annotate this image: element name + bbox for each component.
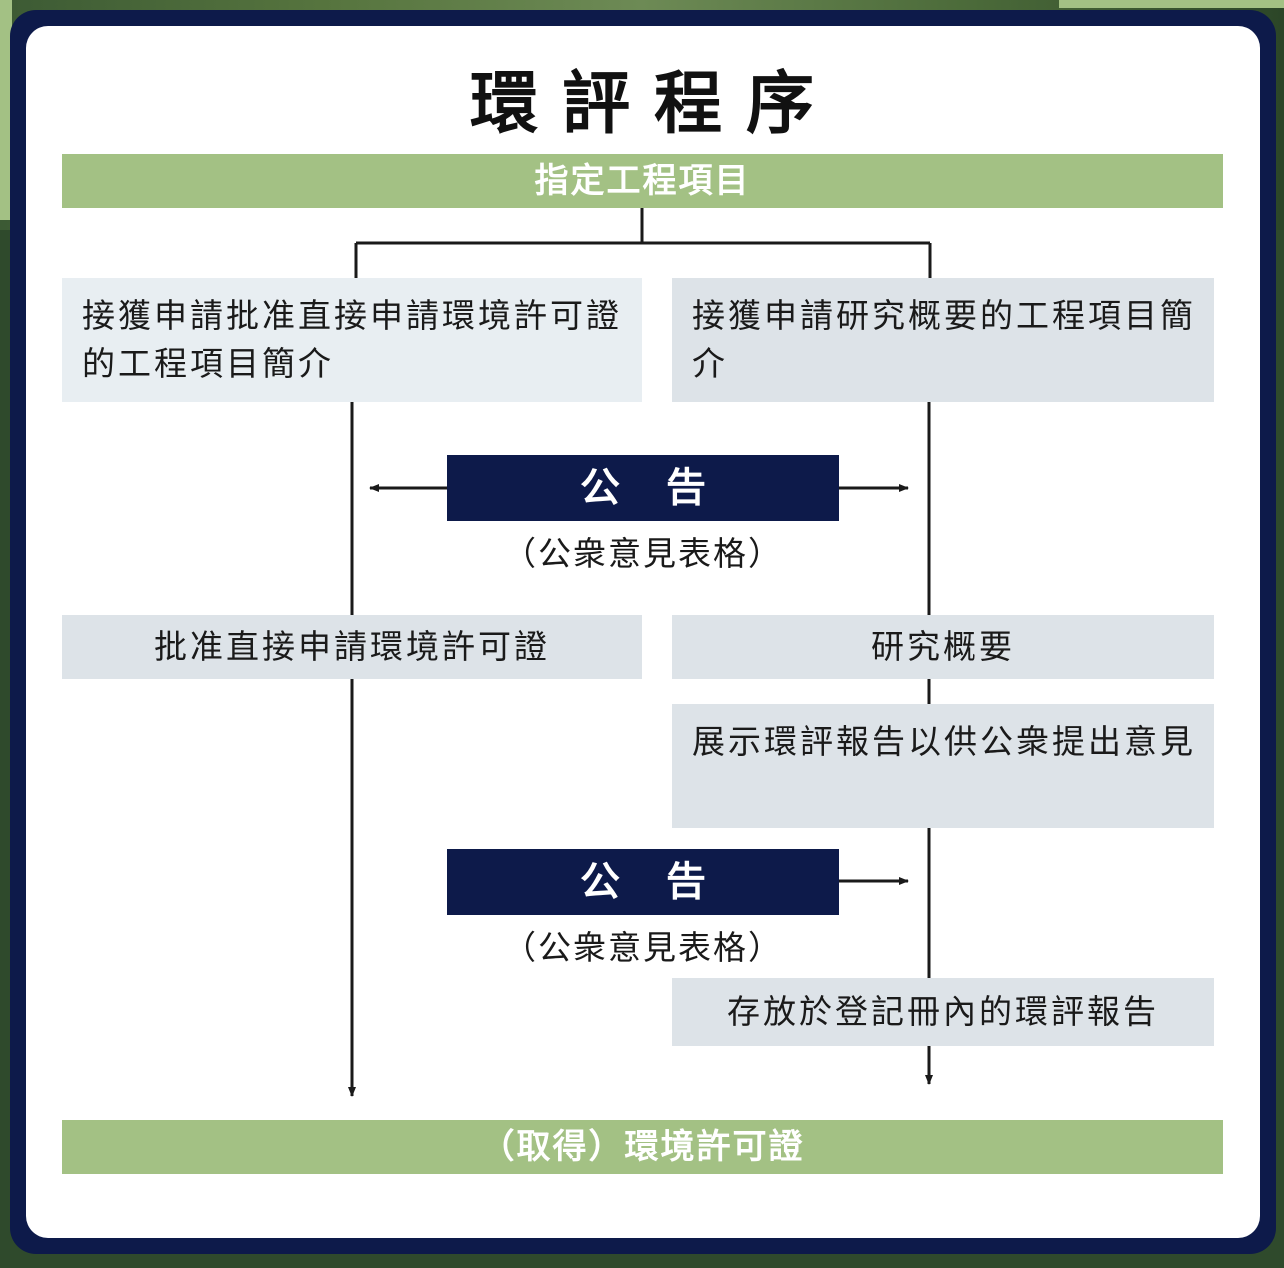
right-step-project-profile: 接獲申請研究概要的工程項目簡介 (672, 278, 1214, 402)
right-step-register: 存放於登記冊內的環評報告 (672, 978, 1214, 1046)
notice-1-subtitle: （公衆意見表格） (503, 534, 783, 573)
left-step-project-profile: 接獲申請批准直接申請環境許可證的工程項目簡介 (62, 278, 642, 402)
accent-bar (0, 0, 12, 220)
left-step-direct-permit-approval: 批准直接申請環境許可證 (62, 615, 642, 679)
diagram-title: 環評程序 (469, 65, 838, 144)
notice-2: 公告 (447, 849, 839, 915)
start-step: 指定工程項目 (62, 154, 1223, 208)
notice-1: 公告 (447, 455, 839, 521)
end-step: （取得）環境許可證 (62, 1120, 1223, 1174)
accent-bar (1059, 0, 1284, 8)
notice-2-subtitle: （公衆意見表格） (503, 928, 783, 967)
right-step-public-inspection: 展示環評報告以供公衆提出意見 (672, 704, 1214, 828)
right-step-study-brief: 研究概要 (672, 615, 1214, 679)
